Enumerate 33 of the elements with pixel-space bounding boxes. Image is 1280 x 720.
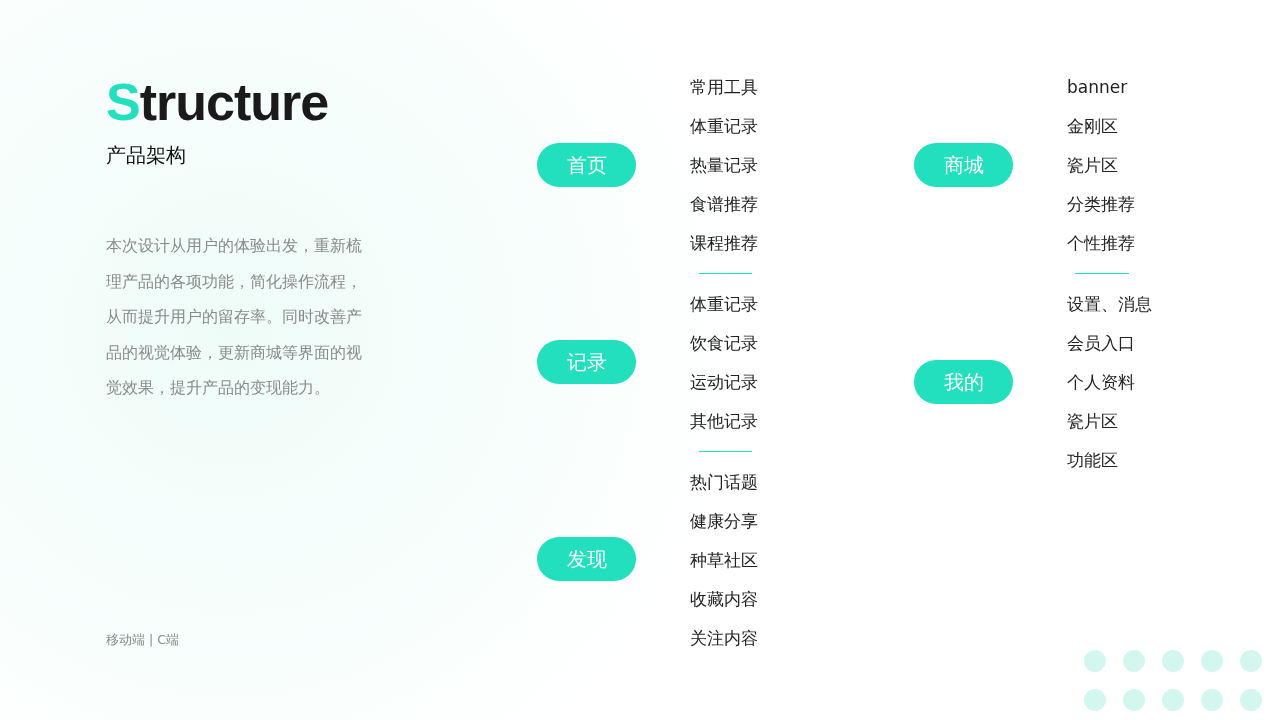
menu-item: 关注内容 <box>690 628 758 648</box>
menu-item: 个性推荐 <box>1067 233 1135 253</box>
category-pill: 商城 <box>914 143 1013 187</box>
category-pill: 首页 <box>537 143 636 187</box>
menu-item: 其他记录 <box>690 411 758 431</box>
description-paragraph: 本次设计从用户的体验出发，重新梳理产品的各项功能，简化操作流程，从而提升用户的留存率。同时改善产品的视觉体验，更新商城等界面的视觉效果，提升产品的变现能力。 <box>106 236 362 399</box>
menu-item: 金刚区 <box>1067 116 1118 136</box>
menu-item: 体重记录 <box>690 294 758 314</box>
category-pill: 发现 <box>537 537 636 581</box>
menu-item: 食谱推荐 <box>690 194 758 214</box>
menu-item: 体重记录 <box>690 116 758 136</box>
menu-item: 热量记录 <box>690 155 758 175</box>
menu-item: 功能区 <box>1067 450 1118 470</box>
menu-item: 瓷片区 <box>1067 411 1118 431</box>
menu-item: 课程推荐 <box>690 233 758 253</box>
menu-item: 种草社区 <box>690 550 758 570</box>
menu-item: banner <box>1067 77 1128 97</box>
category-pill: 我的 <box>914 360 1013 404</box>
menu-item: 健康分享 <box>690 511 758 531</box>
menu-item: 收藏内容 <box>690 589 758 609</box>
menu-item: 常用工具 <box>690 77 758 97</box>
menu-item: 饮食记录 <box>690 333 758 353</box>
title: Structure <box>106 72 329 132</box>
menu-item: 个人资料 <box>1067 372 1135 392</box>
menu-item: 瓷片区 <box>1067 155 1118 175</box>
menu-item: 会员入口 <box>1067 333 1135 353</box>
category-pill: 记录 <box>537 340 636 384</box>
footer-note: 移动端 | C端 <box>106 632 179 649</box>
menu-item: 设置、消息 <box>1067 294 1152 314</box>
menu-item: 分类推荐 <box>1067 194 1135 214</box>
menu-item: 运动记录 <box>690 372 758 392</box>
subtitle: 产品架构 <box>106 142 186 169</box>
menu-item: 热门话题 <box>690 472 758 492</box>
